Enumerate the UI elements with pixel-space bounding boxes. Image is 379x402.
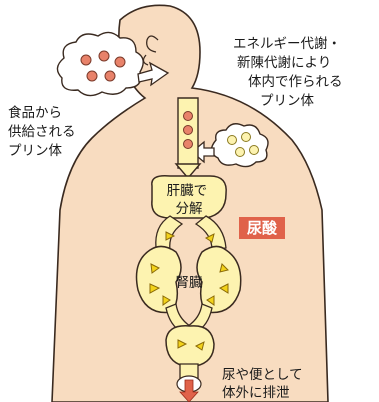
- food-source-label: 食品から 供給される プリン体: [8, 104, 80, 159]
- food-purine-cloud: [57, 32, 143, 95]
- bladder: [166, 326, 214, 366]
- kidney-label: 腎臓: [176, 275, 203, 291]
- uric-acid-label: 尿酸: [247, 219, 278, 237]
- body-source-label: エネルギー代謝・ 新陳代謝により 体内で作られる プリン体: [233, 36, 347, 109]
- purine-cloud-icon: [57, 32, 143, 95]
